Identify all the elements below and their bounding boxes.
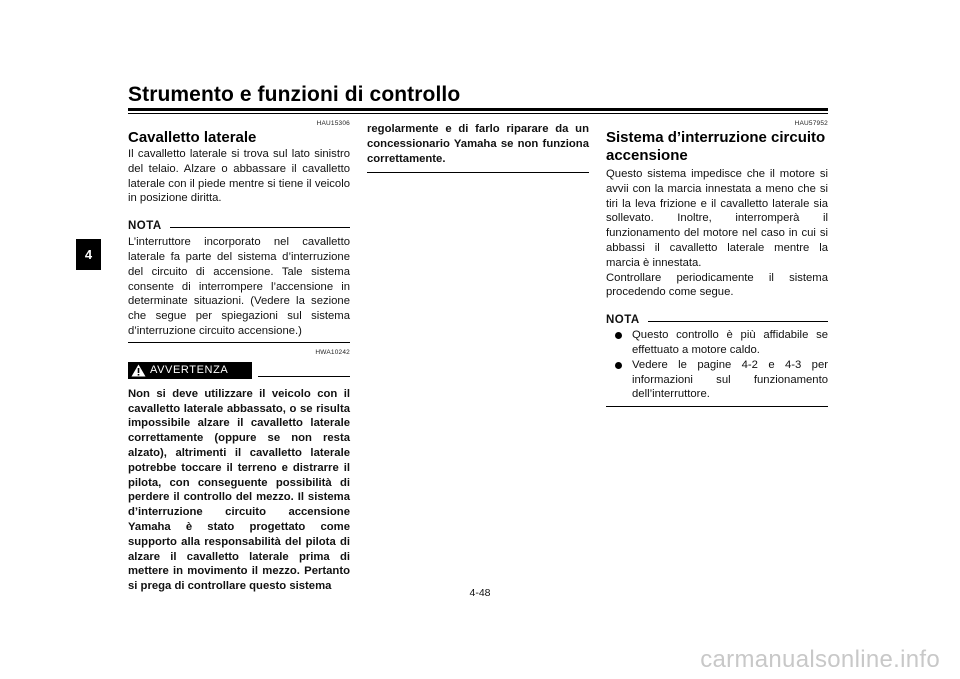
section-paragraph: Il cavalletto laterale si trova sul lato… xyxy=(128,148,350,205)
note-header: NOTA xyxy=(128,220,350,232)
page-header-title: Strumento e funzioni di controllo xyxy=(128,83,461,106)
section-heading: Sistema d’interruzione circuito accensio… xyxy=(606,129,826,164)
warning-header: AVVERTENZA xyxy=(128,361,350,379)
note-rule xyxy=(169,227,350,229)
warning-label: AVVERTENZA xyxy=(150,364,229,377)
list-item: Vedere le pagine 4-2 e 4-3 per informazi… xyxy=(606,358,828,402)
bullet-icon xyxy=(615,361,622,369)
note-rule xyxy=(647,321,828,323)
header-rule-thin xyxy=(128,113,828,114)
section-paragraph-2: Controllare periodicamente il sistema pr… xyxy=(606,271,828,299)
section-code: HAU57952 xyxy=(794,120,828,127)
warning-badge: AVVERTENZA xyxy=(128,361,252,379)
watermark: carmanualsonline.info xyxy=(700,646,940,673)
note-end-rule xyxy=(128,341,350,343)
header-rule xyxy=(128,108,828,111)
list-item: Questo controllo è più affidabile se eff… xyxy=(606,328,828,358)
page-number: 4-48 xyxy=(469,587,491,599)
column-left: HAU15306 Cavalletto laterale Il cavallet… xyxy=(128,120,350,594)
bullet-icon xyxy=(615,332,622,340)
note-header: NOTA xyxy=(606,314,828,326)
chapter-tab: 4 xyxy=(76,239,101,270)
note-text: L’interruttore incorporato nel cavallett… xyxy=(128,236,350,337)
note-bullet-list: Questo controllo è più affidabile se eff… xyxy=(606,328,828,402)
warning-code: HWA10242 xyxy=(315,348,350,356)
column-middle: regolarmente e di farlo riparare da un c… xyxy=(367,120,589,174)
warning-text-continued: regolarmente e di farlo riparare da un c… xyxy=(367,123,589,165)
section-heading: Cavalletto laterale xyxy=(128,129,257,146)
note-label: NOTA xyxy=(606,314,640,327)
warning-triangle-icon xyxy=(131,364,146,377)
note-label: NOTA xyxy=(128,220,162,233)
warning-rule xyxy=(258,375,350,377)
section-code: HAU15306 xyxy=(316,120,350,127)
warning-text: Non si deve utilizzare il veicolo con il… xyxy=(128,387,350,593)
section-paragraph: Questo sistema impedisce che il motore s… xyxy=(606,168,828,269)
column-right: HAU57952 Sistema d’interruzione circuito… xyxy=(606,120,828,408)
note-end-rule xyxy=(606,406,828,408)
warning-end-rule xyxy=(367,172,589,174)
